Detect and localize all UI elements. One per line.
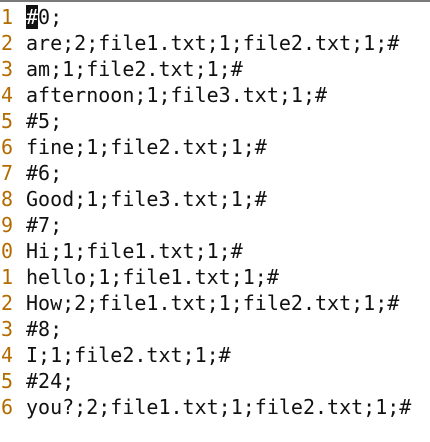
line-number: 5 — [1, 109, 14, 133]
editor-line: 0 Hi;1;file1.txt;1;# — [0, 238, 430, 264]
line-text-rest: 0; — [38, 5, 63, 29]
editor-line: 8 Good;1;file3.txt;1;# — [0, 186, 430, 212]
text-cursor: # — [26, 5, 39, 29]
line-text[interactable]: #5; — [26, 109, 63, 133]
line-number: 6 — [1, 395, 14, 419]
line-number: 7 — [1, 161, 14, 185]
line-text[interactable]: am;1;file2.txt;1;# — [26, 57, 243, 81]
line-text[interactable]: How;2;file1.txt;1;file2.txt;1;# — [26, 291, 400, 315]
editor-line: 6 you?;2;file1.txt;1;file2.txt;1;# — [0, 394, 430, 420]
line-number: 4 — [1, 83, 14, 107]
line-text[interactable]: #8; — [26, 317, 63, 341]
line-text[interactable]: #7; — [26, 213, 63, 237]
line-text[interactable]: #6; — [26, 161, 63, 185]
line-text[interactable]: you?;2;file1.txt;1;file2.txt;1;# — [26, 395, 412, 419]
line-number: 5 — [1, 369, 14, 393]
line-number: 8 — [1, 187, 14, 211]
line-number: 3 — [1, 317, 14, 341]
line-text[interactable]: Hi;1;file1.txt;1;# — [26, 239, 243, 263]
line-text[interactable]: I;1;file2.txt;1;# — [26, 343, 231, 367]
editor-line: 7 #6; — [0, 160, 430, 186]
line-number: 9 — [1, 213, 14, 237]
line-text[interactable]: fine;1;file2.txt;1;# — [26, 135, 267, 159]
editor-line: 2 How;2;file1.txt;1;file2.txt;1;# — [0, 290, 430, 316]
line-text[interactable]: #24; — [26, 369, 75, 393]
editor-line: 9 #7; — [0, 212, 430, 238]
text-editor[interactable]: 1 #0; 2 are;2;file1.txt;1;file2.txt;1;# … — [0, 4, 430, 420]
line-number: 4 — [1, 343, 14, 367]
line-text[interactable]: Good;1;file3.txt;1;# — [26, 187, 267, 211]
line-text[interactable]: hello;1;file1.txt;1;# — [26, 265, 279, 289]
editor-line: 1 #0; — [0, 4, 430, 30]
editor-line: 5 #5; — [0, 108, 430, 134]
line-number: 2 — [1, 291, 14, 315]
line-number: 0 — [1, 239, 14, 263]
window-top-border — [0, 0, 430, 2]
editor-line: 1 hello;1;file1.txt;1;# — [0, 264, 430, 290]
editor-line: 5 #24; — [0, 368, 430, 394]
editor-line: 2 are;2;file1.txt;1;file2.txt;1;# — [0, 30, 430, 56]
line-number: 1 — [1, 5, 14, 29]
line-text[interactable]: #0; — [23, 4, 62, 30]
line-number: 6 — [1, 135, 14, 159]
line-number: 1 — [1, 265, 14, 289]
editor-line: 6 fine;1;file2.txt;1;# — [0, 134, 430, 160]
line-number: 3 — [1, 57, 14, 81]
editor-line: 4 afternoon;1;file3.txt;1;# — [0, 82, 430, 108]
line-number: 2 — [1, 31, 14, 55]
editor-line: 3 #8; — [0, 316, 430, 342]
line-text[interactable]: afternoon;1;file3.txt;1;# — [26, 83, 328, 107]
editor-line: 3 am;1;file2.txt;1;# — [0, 56, 430, 82]
editor-line: 4 I;1;file2.txt;1;# — [0, 342, 430, 368]
line-text[interactable]: are;2;file1.txt;1;file2.txt;1;# — [26, 31, 400, 55]
